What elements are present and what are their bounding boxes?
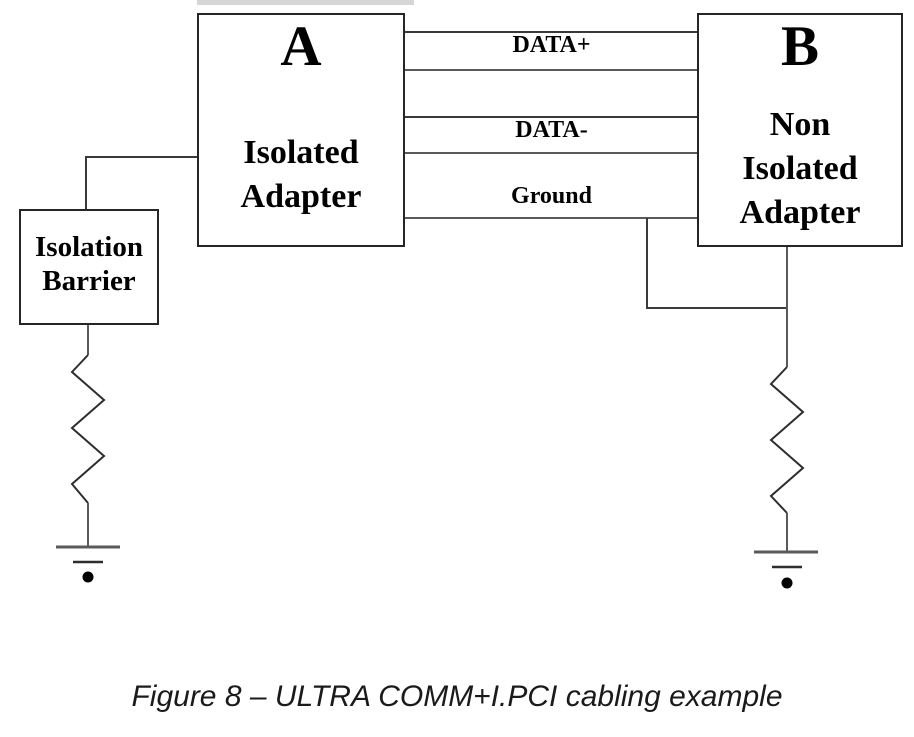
ground-right-dot <box>781 577 793 589</box>
box-a-label-line-2: Adapter <box>240 178 362 216</box>
resistor-left-zigzag <box>70 354 106 504</box>
box-isolation-barrier: Isolation Barrier <box>19 209 159 325</box>
ground-left-dot <box>82 571 94 583</box>
resistor-right-zigzag <box>769 366 805 514</box>
box-b-label-line-1: Non <box>769 106 831 143</box>
box-b-letter: B <box>780 15 820 78</box>
cropped-artifact-bar <box>197 0 414 5</box>
box-non-isolated-adapter: B Non Isolated Adapter <box>697 13 903 247</box>
box-a-label-line-1: Isolated <box>243 134 359 171</box>
box-isolated-adapter: A Isolated Adapter <box>197 13 405 247</box>
resistor-right-icon <box>769 366 805 552</box>
box-b-label-line-2: Isolated <box>742 150 858 188</box>
wire-ground-branch <box>646 218 788 309</box>
wire-isolation-barrier-link <box>85 156 197 209</box>
isolation-barrier-label-line-1: Isolation <box>35 231 143 263</box>
isolation-barrier-label-line-2: Barrier <box>42 264 136 297</box>
figure-caption: Figure 8 – ULTRA COMM+I.PCI cabling exam… <box>131 680 783 713</box>
ground-symbol-left-icon <box>56 545 120 583</box>
wire-label-data-plus: DATA+ <box>512 32 591 58</box>
box-a-letter: A <box>280 15 322 78</box>
wire-label-data-minus: DATA- <box>515 117 588 143</box>
wire-label-ground: Ground <box>511 183 592 209</box>
resistor-left-icon <box>70 325 106 547</box>
ground-symbol-right-icon <box>754 550 818 589</box>
box-b-label-line-3: Adapter <box>739 194 861 232</box>
